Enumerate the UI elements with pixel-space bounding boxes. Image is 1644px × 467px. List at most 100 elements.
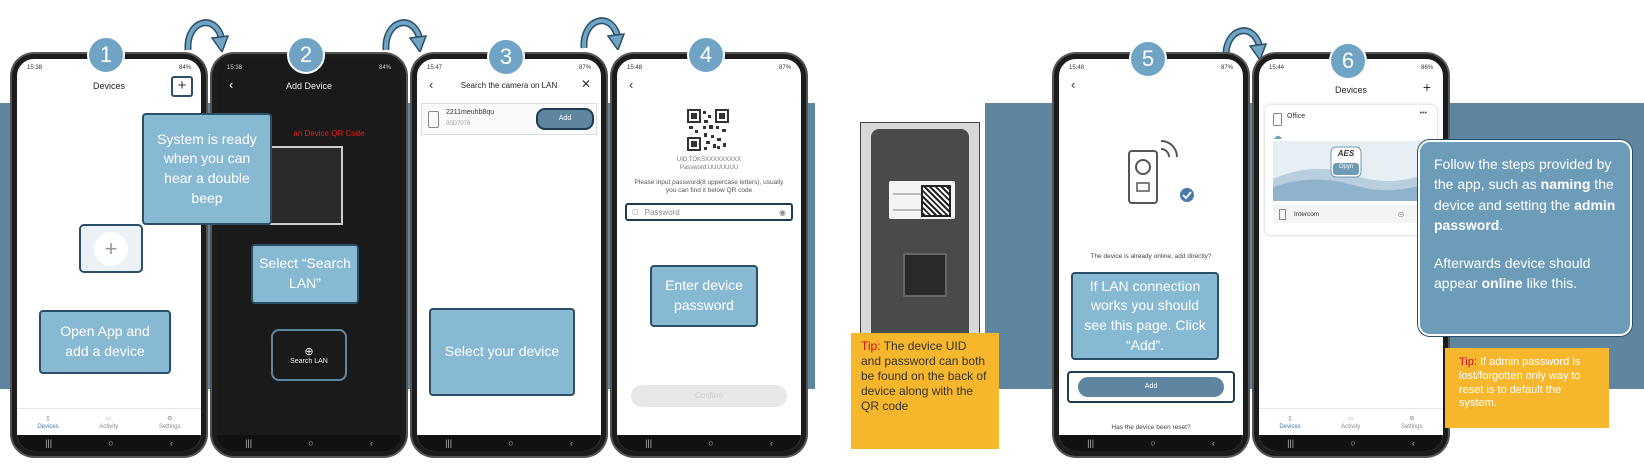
page-title: Devices: [92, 81, 125, 91]
page-title: Search the camera on LAN: [460, 81, 558, 90]
status-time: 15:44: [1269, 65, 1285, 71]
tip-admin-reset: Tip: If admin password is lost/forgotten…: [1445, 348, 1609, 428]
cloud-icon: ☁: [1273, 131, 1282, 141]
back-icon[interactable]: ‹: [429, 77, 434, 92]
close-icon[interactable]: ✕: [580, 77, 591, 91]
tip-label: Tip:: [861, 339, 881, 353]
online-message: The device is already online, add direct…: [1090, 253, 1212, 260]
add-device-icon[interactable]: +: [171, 76, 193, 97]
doorbell-online-icon: [1128, 140, 1194, 204]
tip-text: If admin password is lost/forgotten only…: [1459, 356, 1581, 410]
lock-icon: ▢: [632, 209, 639, 216]
device-list-item[interactable]: 2211meuhb8qu 00D7078 Add: [421, 103, 597, 135]
chat-icon: ▭: [105, 415, 112, 422]
search-lan-label: Search LAN: [290, 358, 328, 365]
recents-icon[interactable]: |||: [245, 438, 253, 448]
reset-link[interactable]: Has the device been reset?: [1111, 424, 1191, 431]
back-nav-icon[interactable]: ‹: [169, 438, 173, 448]
back-nav-icon[interactable]: ‹: [1211, 438, 1215, 448]
tip-label: Tip:: [1459, 356, 1477, 368]
status-time: 15:38: [227, 65, 243, 71]
home-icon[interactable]: ○: [108, 438, 114, 448]
back-icon[interactable]: ‹: [1071, 77, 1076, 92]
callout-system-ready: System is ready when you can hear a doub…: [142, 113, 272, 225]
label-qr-icon: [921, 185, 951, 217]
step-badge-6: 6: [1329, 42, 1367, 80]
card-doorbell-icon: [1273, 113, 1282, 126]
recents-icon[interactable]: |||: [1287, 438, 1295, 448]
password-hint: Please input password(8 uppercase letter…: [634, 179, 784, 195]
tab-activity[interactable]: ▭Activity: [1341, 415, 1360, 430]
recents-icon[interactable]: |||: [645, 438, 653, 448]
tab-devices[interactable]: ▯Devices: [37, 415, 58, 430]
device-card[interactable]: Office ••• ☁ AES Opyn Intercom ⊝ ⊝: [1265, 105, 1437, 235]
tab-bar: ▯Devices ▭Activity ⚙Settings: [1259, 408, 1443, 435]
recents-icon[interactable]: |||: [1087, 438, 1095, 448]
back-nav-icon[interactable]: ‹: [369, 438, 373, 448]
eye-icon[interactable]: ◉: [779, 207, 786, 217]
step-badge-1: 1: [87, 36, 125, 74]
tab-devices[interactable]: ▯Devices: [1279, 415, 1300, 430]
recents-icon[interactable]: |||: [445, 438, 453, 448]
next-step-arrow: [382, 19, 428, 52]
status-battery: 87%: [578, 65, 591, 71]
tab-label: Settings: [1400, 423, 1423, 430]
add-device-button[interactable]: Add: [536, 108, 594, 130]
android-nav-bar: ||| ○ ‹: [417, 435, 601, 451]
back-icon[interactable]: ‹: [229, 77, 234, 92]
status-time: 15:47: [427, 65, 443, 71]
qr-code-icon: [687, 109, 729, 151]
card-device-name: Office: [1287, 113, 1306, 120]
password-field[interactable]: ▢ Password ◉: [625, 203, 793, 221]
status-battery: 87%: [778, 65, 791, 71]
chat-icon: ▭: [1347, 415, 1354, 422]
callout-enter-password: Enter device password: [650, 265, 758, 327]
intercom-label: Intercom: [1294, 210, 1320, 218]
android-nav-bar: ||| ○ ‹: [1259, 435, 1443, 451]
callout-lan-connection: If LAN connection works you should see t…: [1071, 272, 1219, 360]
home-icon[interactable]: ○: [1350, 438, 1356, 448]
confirm-button[interactable]: Confirm: [631, 385, 787, 407]
status-battery: 84%: [178, 65, 191, 71]
back-nav-icon[interactable]: ‹: [569, 438, 573, 448]
intercom-row[interactable]: Intercom ⊝ ⊝: [1273, 205, 1429, 223]
device-back-photo: [860, 122, 980, 334]
home-icon[interactable]: ○: [1150, 438, 1156, 448]
info-bold: naming: [1540, 176, 1591, 193]
back-nav-icon[interactable]: ‹: [1411, 438, 1415, 448]
callout-open-app: Open App and add a device: [39, 310, 171, 374]
info-text: .: [1499, 216, 1504, 233]
home-icon[interactable]: ○: [308, 438, 314, 448]
search-lan-button[interactable]: ⊕ Search LAN: [271, 329, 347, 381]
status-bar: 15:47 87%: [427, 65, 591, 71]
back-icon[interactable]: ‹: [629, 77, 634, 92]
home-icon[interactable]: ○: [508, 438, 514, 448]
recents-icon[interactable]: |||: [45, 438, 53, 448]
step-badge-4: 4: [687, 36, 725, 74]
step-badge-2: 2: [287, 36, 325, 74]
password-placeholder: Password: [644, 207, 680, 217]
step-badge-3: 3: [487, 38, 525, 76]
add-icon[interactable]: +: [1422, 79, 1431, 95]
doorbell-icon: [428, 111, 439, 128]
info-text: like this.: [1522, 275, 1578, 292]
tab-settings[interactable]: ⚙Settings: [1401, 415, 1423, 430]
back-nav-icon[interactable]: ‹: [769, 438, 773, 448]
add-button[interactable]: Add: [1067, 371, 1235, 403]
info-paragraph-1: Follow the steps provided by the app, su…: [1434, 154, 1616, 235]
device-connector: [903, 253, 947, 297]
home-icon[interactable]: ○: [708, 438, 714, 448]
info-text: Afterwards device should appear: [1434, 255, 1591, 292]
tab-settings[interactable]: ⚙Settings: [159, 415, 181, 430]
tip-text: The device UID and password can both be …: [861, 339, 987, 413]
device-body: [871, 129, 969, 333]
status-battery: 86%: [1420, 65, 1433, 71]
add-device-large-button[interactable]: +: [79, 224, 143, 273]
tab-activity[interactable]: ▭Activity: [99, 415, 118, 430]
tab-bar: ▯Devices ▭Activity ⚙Settings: [17, 408, 201, 435]
more-options-icon[interactable]: •••: [1419, 110, 1427, 117]
unlock-icon-1[interactable]: ⊝: [1397, 209, 1405, 219]
